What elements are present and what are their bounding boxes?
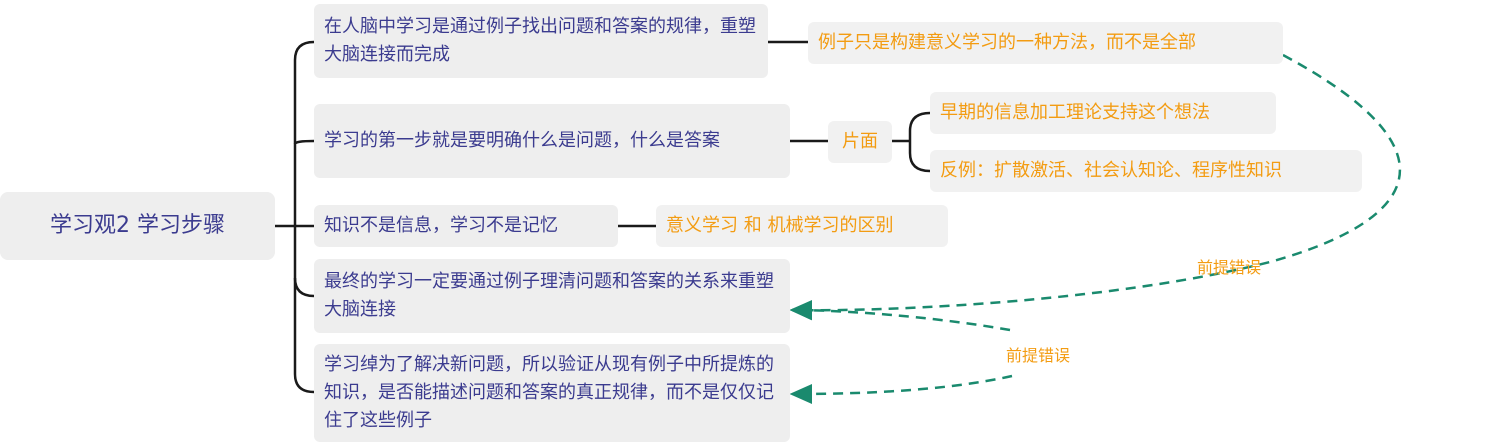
root-topic[interactable]: 学习观2 学习步骤: [0, 192, 275, 260]
note-one-sided[interactable]: 片面: [828, 121, 892, 163]
relation-label-2[interactable]: 前提错误: [1006, 346, 1070, 366]
relation-arrow-1: [789, 53, 1402, 321]
branch-connector-2: [293, 139, 315, 145]
note-example-method[interactable]: 例子只是构建意义学习的一种方法，而不是全部: [808, 22, 1283, 64]
note-meaningful-vs-rote[interactable]: 意义学习 和 机械学习的区别: [656, 205, 948, 247]
note-counter-example[interactable]: 反例：扩散激活、社会认知论、程序性知识: [930, 150, 1362, 192]
connector-onesided-split: [892, 111, 931, 173]
branch-topic-2[interactable]: 学习的第一步就是要明确什么是问题，什么是答案: [314, 104, 790, 178]
relation-label-1[interactable]: 前提错误: [1197, 258, 1261, 278]
note-label: 早期的信息加工理论支持这个想法: [940, 102, 1210, 123]
branch-topic-label: 知识不是信息，学习不是记忆: [324, 215, 558, 236]
note-label: 例子只是构建意义学习的一种方法，而不是全部: [818, 32, 1196, 53]
relation-label-text: 前提错误: [1006, 346, 1071, 365]
relation-arrow-2: [789, 300, 1011, 332]
branch-topic-1[interactable]: 在人脑中学习是通过例子找出问题和答案的规律，重塑大脑连接而完成: [314, 4, 768, 78]
root-topic-label: 学习观2 学习步骤: [50, 213, 225, 238]
branch-topic-3[interactable]: 知识不是信息，学习不是记忆: [314, 205, 618, 247]
note-label: 反例：扩散激活、社会认知论、程序性知识: [940, 160, 1282, 181]
note-early-theory[interactable]: 早期的信息加工理论支持这个想法: [930, 92, 1276, 134]
branch-topic-5[interactable]: 学习绰为了解决新问题，所以验证从现有例子中所提炼的知识，是否能描述问题和答案的真…: [314, 344, 790, 442]
branch-topic-label: 在人脑中学习是通过例子找出问题和答案的规律，重塑大脑连接而完成: [324, 16, 756, 65]
branch-bracket: [293, 40, 315, 394]
relation-label-text: 前提错误: [1197, 258, 1262, 277]
branch-topic-label: 学习绰为了解决新问题，所以验证从现有例子中所提炼的知识，是否能描述问题和答案的真…: [324, 354, 774, 431]
branch-topic-label: 最终的学习一定要通过例子理清问题和答案的关系来重塑大脑连接: [324, 271, 774, 320]
branch-topic-label: 学习的第一步就是要明确什么是问题，什么是答案: [324, 130, 720, 151]
branch-connector-4: [293, 277, 315, 298]
note-label: 片面: [842, 131, 878, 152]
note-label: 意义学习 和 机械学习的区别: [666, 215, 894, 236]
branch-topic-4[interactable]: 最终的学习一定要通过例子理清问题和答案的关系来重塑大脑连接: [314, 259, 790, 333]
relation-arrow-3: [789, 374, 1013, 404]
